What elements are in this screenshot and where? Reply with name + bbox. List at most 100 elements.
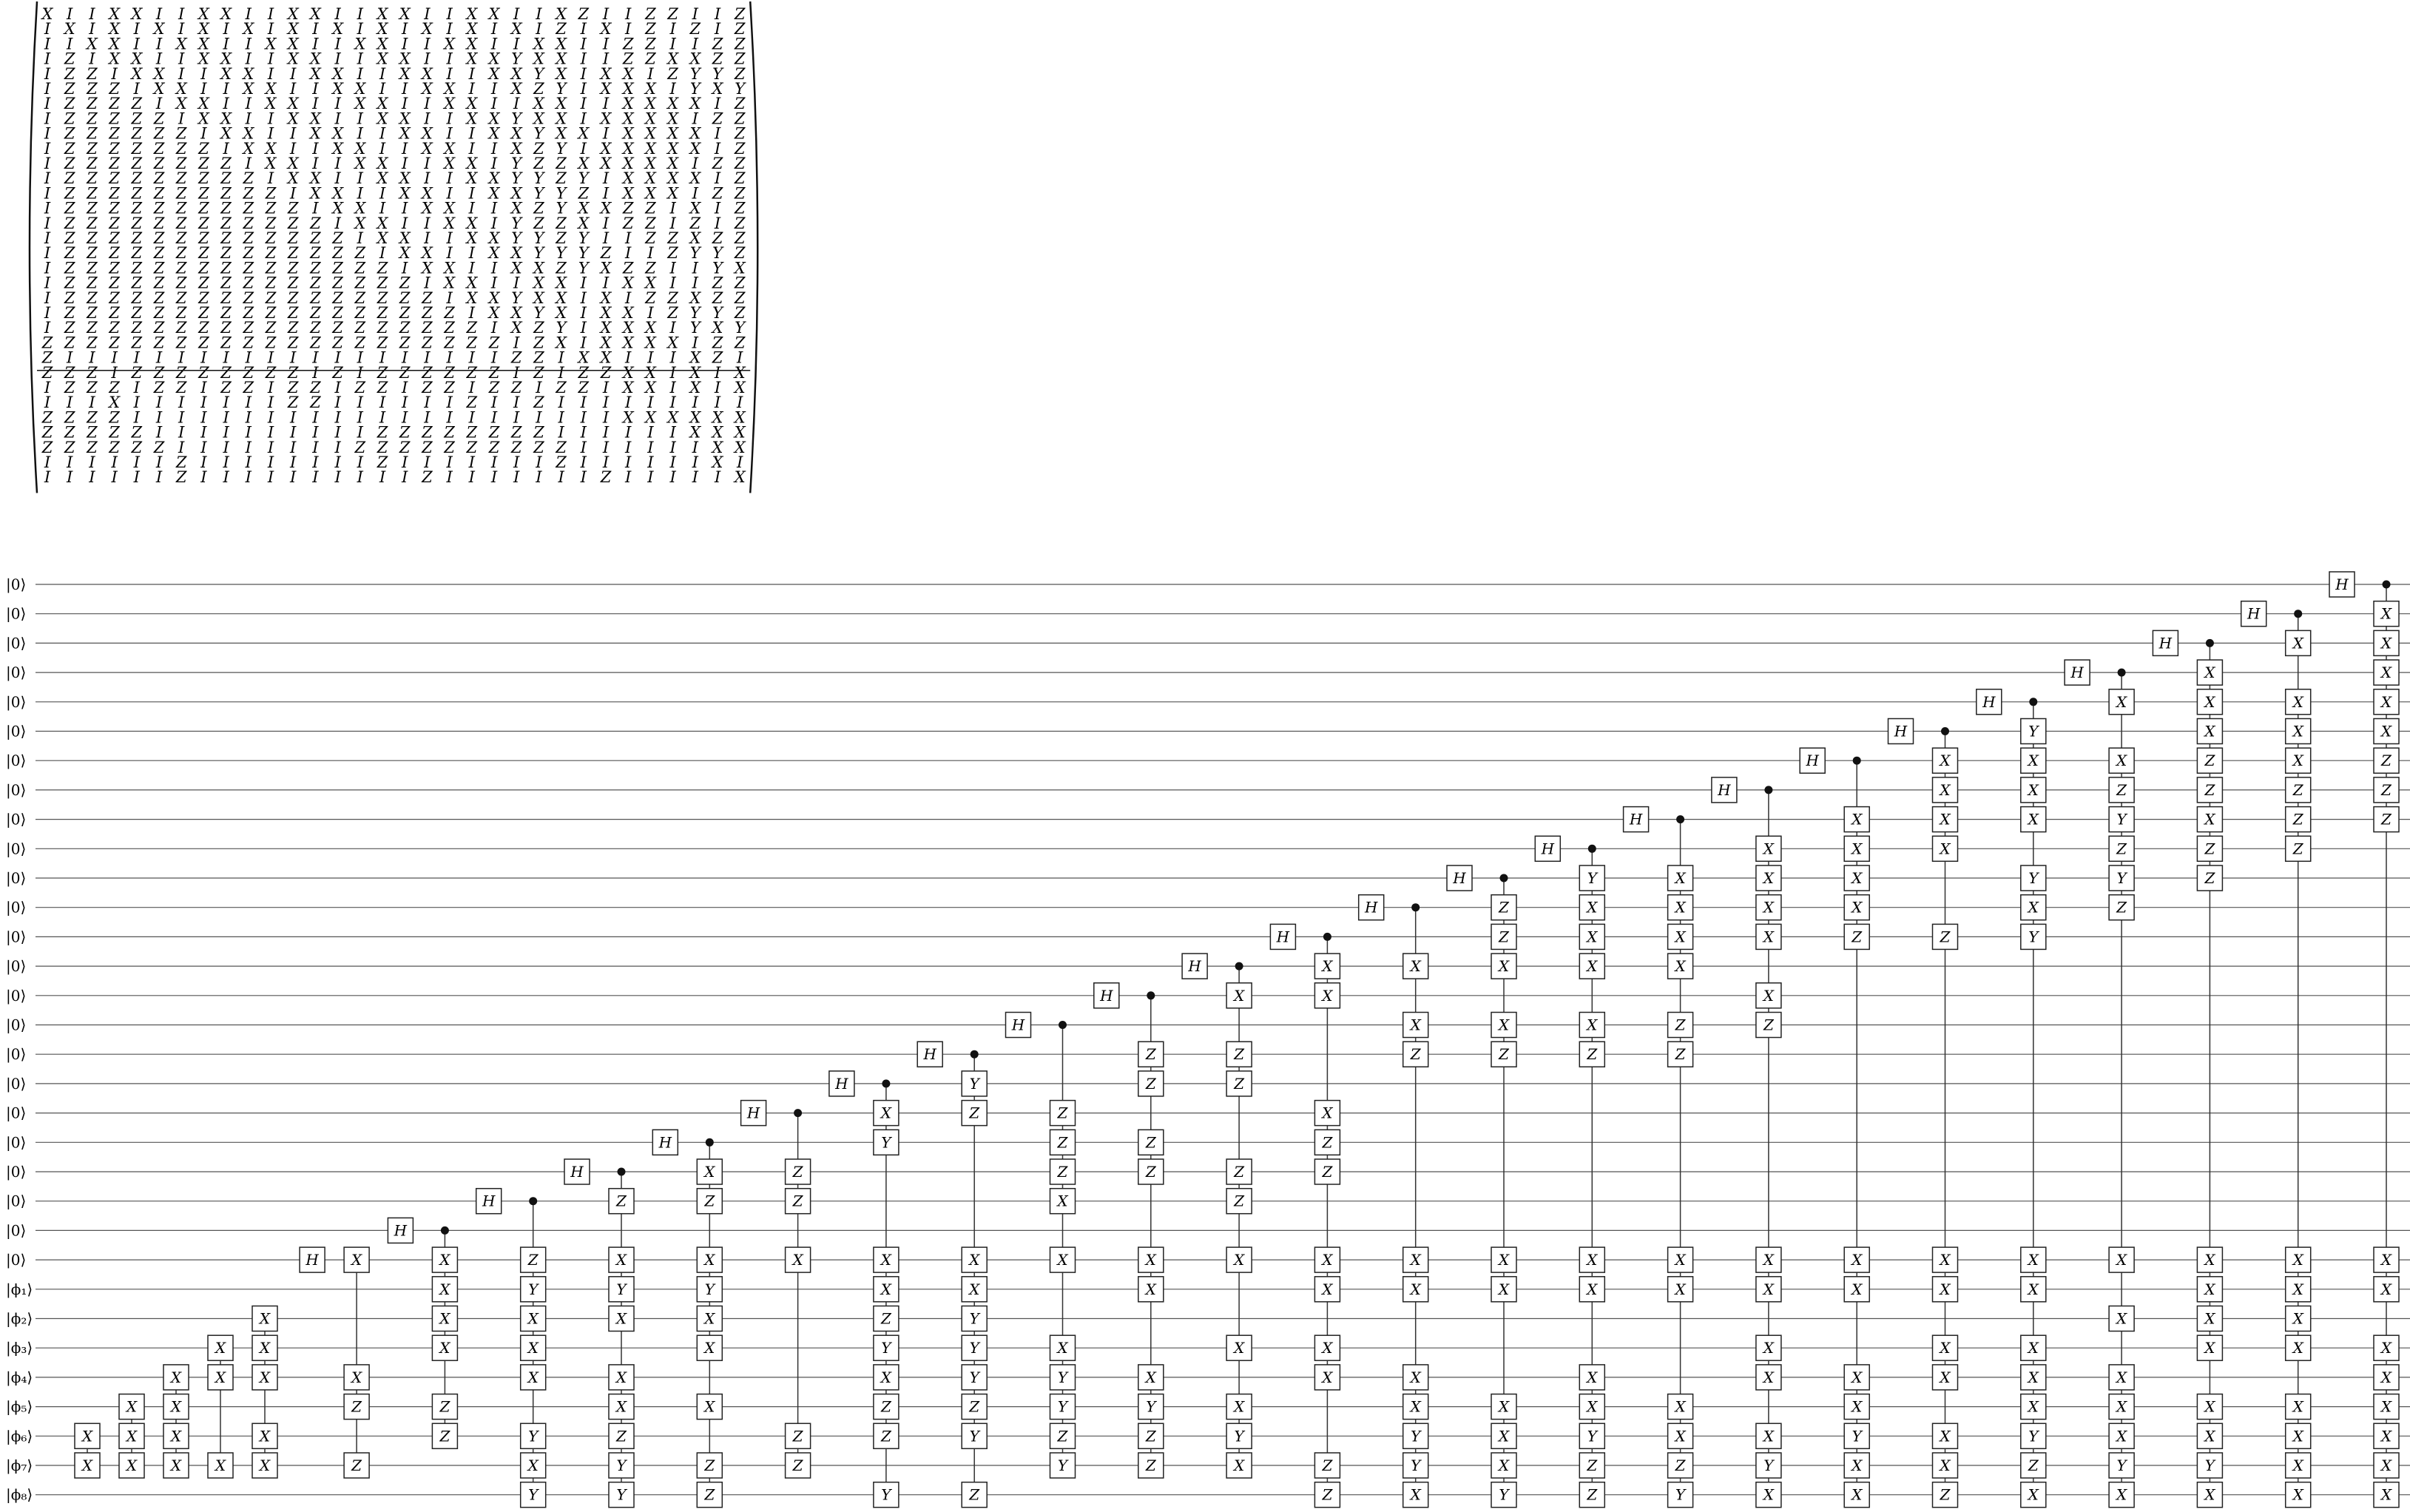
pauli-gate: X xyxy=(1673,1398,1686,1416)
matrix-entry: Z xyxy=(64,80,75,98)
pauli-gate: X xyxy=(2292,1251,2304,1269)
pauli-gate-box xyxy=(1843,835,1870,863)
pauli-gate-box xyxy=(1049,1099,1076,1127)
matrix-entry: Z xyxy=(64,274,75,292)
matrix-entry: I xyxy=(602,424,610,442)
matrix-entry: I xyxy=(334,50,341,68)
matrix-entry: Z xyxy=(466,319,478,337)
matrix-entry: Z xyxy=(622,50,634,68)
matrix-entry: Z xyxy=(712,229,723,247)
pauli-gate-box xyxy=(2373,806,2400,833)
pauli-gate-box xyxy=(431,1246,459,1273)
pauli-gate-box xyxy=(2108,1364,2135,1391)
control-dot xyxy=(970,1050,979,1059)
matrix-entry: I xyxy=(669,424,676,442)
matrix-entry: X xyxy=(644,109,657,127)
pauli-gate-box xyxy=(431,1334,459,1361)
matrix-entry: I xyxy=(245,109,252,127)
matrix-entry: I xyxy=(602,229,610,247)
matrix-entry: I xyxy=(669,35,676,53)
pauli-gate: Z xyxy=(439,1427,450,1445)
pauli-gate: Z xyxy=(1233,1163,1245,1181)
pauli-gate-box xyxy=(163,1422,189,1450)
matrix-entry: Z xyxy=(175,140,187,158)
matrix-entry: I xyxy=(490,155,498,172)
pauli-gate-box xyxy=(252,1452,278,1479)
pauli-gate-box xyxy=(252,1422,278,1450)
pauli-gate-box xyxy=(1579,1276,1606,1303)
pauli-gate: X xyxy=(1320,1280,1333,1298)
pauli-gate: Z xyxy=(1321,1457,1333,1474)
hadamard-gate: H xyxy=(1805,752,1819,769)
pauli-gate-box xyxy=(1049,1422,1076,1450)
matrix-entry: I xyxy=(311,155,319,172)
matrix-entry: X xyxy=(711,424,724,442)
ancilla-ket-label: |0⟩ xyxy=(6,781,26,800)
matrix-entry: I xyxy=(580,304,587,322)
matrix-entry: X xyxy=(264,80,277,98)
pauli-gate-box xyxy=(519,1276,547,1303)
matrix-entry: I xyxy=(692,259,699,277)
pauli-gate: Z xyxy=(1498,899,1510,917)
matrix-entry: I xyxy=(602,394,610,411)
matrix-entry: I xyxy=(557,349,564,367)
matrix-entry: I xyxy=(602,95,610,112)
matrix-entry: I xyxy=(624,468,632,486)
pauli-gate: X xyxy=(1232,1251,1245,1269)
matrix-entry: Z xyxy=(64,334,75,351)
matrix-entry: Z xyxy=(243,229,254,247)
matrix-entry: Z xyxy=(377,439,388,456)
matrix-entry: Z xyxy=(198,319,209,337)
matrix-entry: X xyxy=(666,125,679,143)
matrix-entry: I xyxy=(490,274,498,292)
control-dot xyxy=(1411,903,1420,912)
matrix-entry: Z xyxy=(131,169,143,187)
matrix-entry: I xyxy=(535,453,542,471)
matrix-entry: X xyxy=(376,169,389,187)
matrix-entry: I xyxy=(44,65,51,83)
pauli-gate: X xyxy=(258,1339,271,1357)
matrix-entry: Z xyxy=(86,140,98,158)
matrix-entry: Z xyxy=(131,215,143,232)
pauli-gate: X xyxy=(169,1398,182,1416)
pauli-gate: X xyxy=(214,1368,226,1386)
matrix-entry: Z xyxy=(734,274,746,292)
pauli-gate: X xyxy=(1409,1398,1422,1416)
matrix-entry: I xyxy=(468,453,476,471)
matrix-entry: Z xyxy=(734,65,746,83)
pauli-gate: X xyxy=(1850,811,1863,828)
matrix-entry: X xyxy=(420,184,433,202)
matrix-entry: X xyxy=(666,140,679,158)
matrix-entry: X xyxy=(599,140,612,158)
ancilla-ket-label: |0⟩ xyxy=(6,1104,26,1123)
matrix-entry: Z xyxy=(533,319,544,337)
pauli-gate: X xyxy=(1585,1016,1598,1034)
matrix-entry: I xyxy=(513,5,520,23)
matrix-entry: I xyxy=(423,349,431,367)
hadamard-gate-box xyxy=(652,1129,679,1156)
matrix-entry: Z xyxy=(131,184,143,202)
pauli-gate: X xyxy=(169,1368,182,1386)
matrix-entry: Z xyxy=(64,155,75,172)
pauli-gate: X xyxy=(2380,1398,2392,1416)
pauli-gate: X xyxy=(1762,1427,1775,1445)
pauli-gate: X xyxy=(438,1280,450,1298)
matrix-entry: X xyxy=(621,319,635,337)
pauli-gate: X xyxy=(615,1368,627,1386)
pauli-gate-box xyxy=(1667,1246,1694,1273)
hadamard-gate-box xyxy=(1357,894,1385,921)
pauli-gate-box xyxy=(2196,865,2224,891)
matrix-entry: X xyxy=(376,215,389,232)
pauli-gate-box xyxy=(1667,923,1694,951)
hadamard-gate-box xyxy=(917,1041,943,1067)
matrix-entry: Y xyxy=(690,80,702,98)
matrix-entry: Z xyxy=(443,304,455,322)
pauli-gate-box xyxy=(1931,1246,1959,1273)
matrix-entry: X xyxy=(107,35,121,53)
pauli-gate-box xyxy=(1491,1393,1517,1420)
pauli-gate-box xyxy=(2020,806,2047,833)
pauli-gate: X xyxy=(1232,987,1245,1005)
matrix-entry: Z xyxy=(108,379,120,396)
matrix-entry: Y xyxy=(712,259,724,277)
matrix-entry: X xyxy=(733,424,746,442)
